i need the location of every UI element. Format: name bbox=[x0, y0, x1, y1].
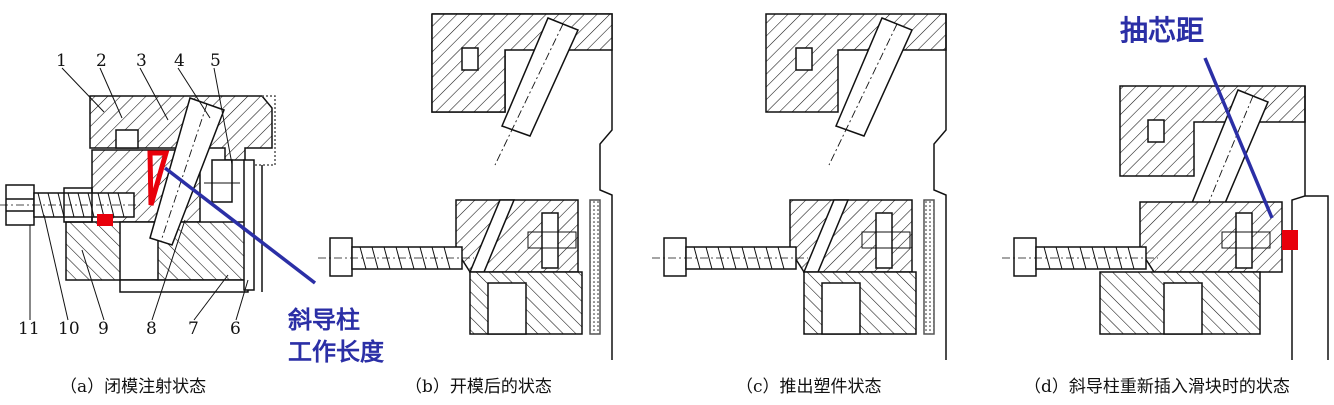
fixed-plate-slot bbox=[1147, 119, 1165, 143]
panel-d-drawing bbox=[1002, 57, 1329, 360]
panel-b-drawing bbox=[318, 13, 613, 360]
part-number-6: 6 bbox=[230, 319, 241, 339]
core-pull-distance-label: 抽芯距 bbox=[1120, 14, 1204, 47]
working-length-highlight bbox=[147, 150, 170, 206]
part-number-7: 7 bbox=[188, 319, 199, 339]
slide-red-mark bbox=[97, 214, 113, 226]
stopper-pin bbox=[875, 212, 893, 269]
stopper-pin bbox=[211, 159, 233, 203]
angle-pin bbox=[834, 17, 914, 137]
fixed-plate-slot bbox=[461, 47, 479, 71]
working-length-label-line1: 斜导柱 bbox=[287, 306, 360, 334]
caption-d: （d）斜导柱重新插入滑块时的状态 bbox=[1024, 377, 1290, 397]
caption-a: （a）闭模注射状态 bbox=[60, 377, 206, 397]
bolt-head bbox=[663, 237, 687, 277]
caption-b: （b）开模后的状态 bbox=[405, 377, 552, 397]
fixed-plate-slot bbox=[115, 129, 139, 149]
part-number-1: 1 bbox=[56, 51, 67, 71]
moving-plate-window bbox=[821, 282, 861, 335]
stopper-pin bbox=[541, 212, 559, 269]
working-length-pointer bbox=[163, 166, 317, 285]
part-number-5: 5 bbox=[210, 51, 221, 71]
part-number-2: 2 bbox=[96, 51, 107, 71]
part-number-9: 9 bbox=[98, 319, 109, 339]
core-pull-red-mark bbox=[1282, 230, 1298, 250]
core-insert bbox=[243, 159, 255, 291]
support-plate bbox=[119, 279, 249, 293]
angle-pin bbox=[500, 17, 580, 137]
angle-pin bbox=[149, 97, 225, 246]
working-length-label-line2: 工作长度 bbox=[288, 338, 385, 366]
mold-edge-dotted bbox=[589, 199, 601, 335]
panel-a-drawing bbox=[0, 67, 317, 321]
part-leader-lines bbox=[29, 67, 249, 321]
slide-block bbox=[1139, 201, 1283, 273]
moving-plate-window bbox=[1163, 282, 1203, 335]
bolt-head bbox=[1013, 237, 1037, 277]
part-number-11: 11 bbox=[18, 319, 40, 339]
caption-c: （c）推出塑件状态 bbox=[736, 377, 882, 397]
bolt-head bbox=[329, 237, 353, 277]
panel-c-drawing bbox=[652, 13, 947, 360]
core-pull-pointer bbox=[1203, 57, 1274, 219]
part-number-8: 8 bbox=[146, 319, 157, 339]
stopper-pin bbox=[1235, 212, 1253, 269]
mold-edge-dotted bbox=[923, 199, 935, 335]
part-number-3: 3 bbox=[136, 51, 147, 71]
part-number-10: 10 bbox=[58, 319, 80, 339]
part-number-4: 4 bbox=[174, 51, 185, 71]
fixed-plate-slot bbox=[795, 47, 813, 71]
moving-plate-window bbox=[487, 282, 527, 335]
